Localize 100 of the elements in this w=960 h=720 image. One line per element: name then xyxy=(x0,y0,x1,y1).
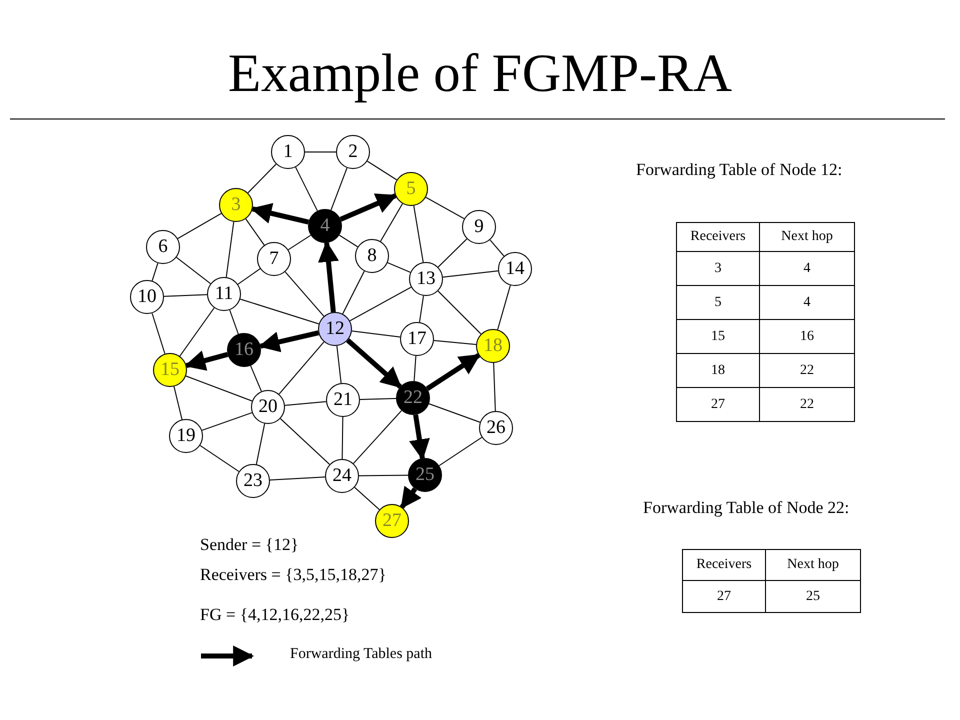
link-line xyxy=(163,294,208,297)
title: Example of FGMP-RA xyxy=(227,42,733,105)
link-line xyxy=(250,365,262,392)
network-node: 18 xyxy=(476,329,510,363)
network-node: 1 xyxy=(271,135,305,169)
network-node: 23 xyxy=(236,464,270,498)
network-node: 4 xyxy=(308,209,342,243)
link-line xyxy=(152,262,158,282)
table-cell: 27 xyxy=(676,387,760,422)
link-line xyxy=(200,444,240,472)
table-cell: 22 xyxy=(759,387,855,422)
link-line xyxy=(185,376,253,402)
forwarding-arrow xyxy=(258,330,319,352)
table-cell: 27 xyxy=(682,580,766,613)
network-node: 12 xyxy=(318,312,352,346)
network-node: 25 xyxy=(408,458,442,492)
network-node: 7 xyxy=(257,242,291,276)
network-node: 17 xyxy=(400,322,434,356)
link-line xyxy=(284,271,324,317)
forwarding-arrow xyxy=(340,193,398,222)
forwarding-arrow xyxy=(318,240,339,312)
network-node: 2 xyxy=(336,135,370,169)
link-line xyxy=(358,474,408,476)
link-line xyxy=(226,221,234,278)
link-line xyxy=(352,410,402,464)
network-node: 3 xyxy=(219,188,253,222)
link-line xyxy=(342,416,344,460)
link-line xyxy=(256,423,266,465)
link-line xyxy=(425,196,465,220)
network-node: 11 xyxy=(207,277,241,311)
link-line xyxy=(177,212,222,240)
set-text: FG = {4,12,16,22,25} xyxy=(200,605,350,625)
network-node: 21 xyxy=(326,383,360,417)
link-line xyxy=(349,286,412,322)
table-heading: Forwarding Table of Node 12: xyxy=(636,160,842,180)
network-node: 26 xyxy=(479,411,513,445)
link-line xyxy=(366,160,398,180)
link-line xyxy=(295,166,318,212)
network-node: 14 xyxy=(498,252,532,286)
network-node: 13 xyxy=(409,262,443,296)
link-line xyxy=(438,436,482,466)
link-line xyxy=(414,355,416,382)
column-header: Receivers xyxy=(676,222,760,252)
legend-text: Forwarding Tables path xyxy=(290,646,432,663)
link-line xyxy=(438,290,482,334)
link-line xyxy=(387,262,411,273)
link-line xyxy=(245,218,265,246)
forwarding-arrow xyxy=(184,350,228,371)
column-header: Next hop xyxy=(765,549,861,581)
link-line xyxy=(278,341,324,395)
network-node: 19 xyxy=(169,419,203,453)
network-node: 24 xyxy=(325,459,359,493)
network-node: 5 xyxy=(394,172,428,206)
forwarding-arrow xyxy=(346,338,402,389)
forwarding-arrow xyxy=(409,414,430,460)
network-node: 20 xyxy=(251,390,285,424)
link-line xyxy=(202,412,252,431)
network-node: 10 xyxy=(130,280,164,314)
link-line xyxy=(229,310,239,334)
link-line xyxy=(284,401,327,406)
link-line xyxy=(360,398,396,400)
link-line xyxy=(179,307,215,357)
link-line xyxy=(152,312,166,354)
link-line xyxy=(330,167,348,211)
link-line xyxy=(247,164,277,194)
table-cell: 25 xyxy=(765,580,861,613)
column-header: Next hop xyxy=(759,222,855,252)
link-line xyxy=(354,486,380,510)
link-line xyxy=(342,270,365,314)
link-line xyxy=(240,298,320,324)
link-line xyxy=(280,418,330,465)
network-node: 9 xyxy=(462,210,496,244)
forwarding-arrow xyxy=(426,353,480,391)
forwarding-arrow xyxy=(400,486,422,509)
link-line xyxy=(288,234,312,250)
set-text: Sender = {12} xyxy=(200,535,299,555)
link-line xyxy=(174,386,182,420)
link-line xyxy=(237,268,261,285)
link-line xyxy=(497,284,511,330)
network-node: 22 xyxy=(396,381,430,415)
link-line xyxy=(490,239,504,257)
link-line xyxy=(433,340,477,345)
link-line xyxy=(413,205,424,263)
link-line xyxy=(351,330,401,338)
link-line xyxy=(442,270,499,278)
link-line xyxy=(176,256,212,284)
set-text: Receivers = {3,5,15,18,27} xyxy=(200,565,386,585)
network-node: 8 xyxy=(355,239,389,273)
link-line xyxy=(493,362,496,412)
network-node: 15 xyxy=(153,353,187,387)
column-header: Receivers xyxy=(682,549,766,581)
link-line xyxy=(419,295,424,323)
table-heading: Forwarding Table of Node 22: xyxy=(643,498,850,518)
link-line xyxy=(336,345,342,384)
link-line xyxy=(269,476,326,481)
network-node: 16 xyxy=(227,333,261,367)
network-node: 6 xyxy=(146,230,180,264)
link-line xyxy=(380,203,403,242)
link-line xyxy=(338,234,358,248)
network-node: 27 xyxy=(375,504,409,538)
